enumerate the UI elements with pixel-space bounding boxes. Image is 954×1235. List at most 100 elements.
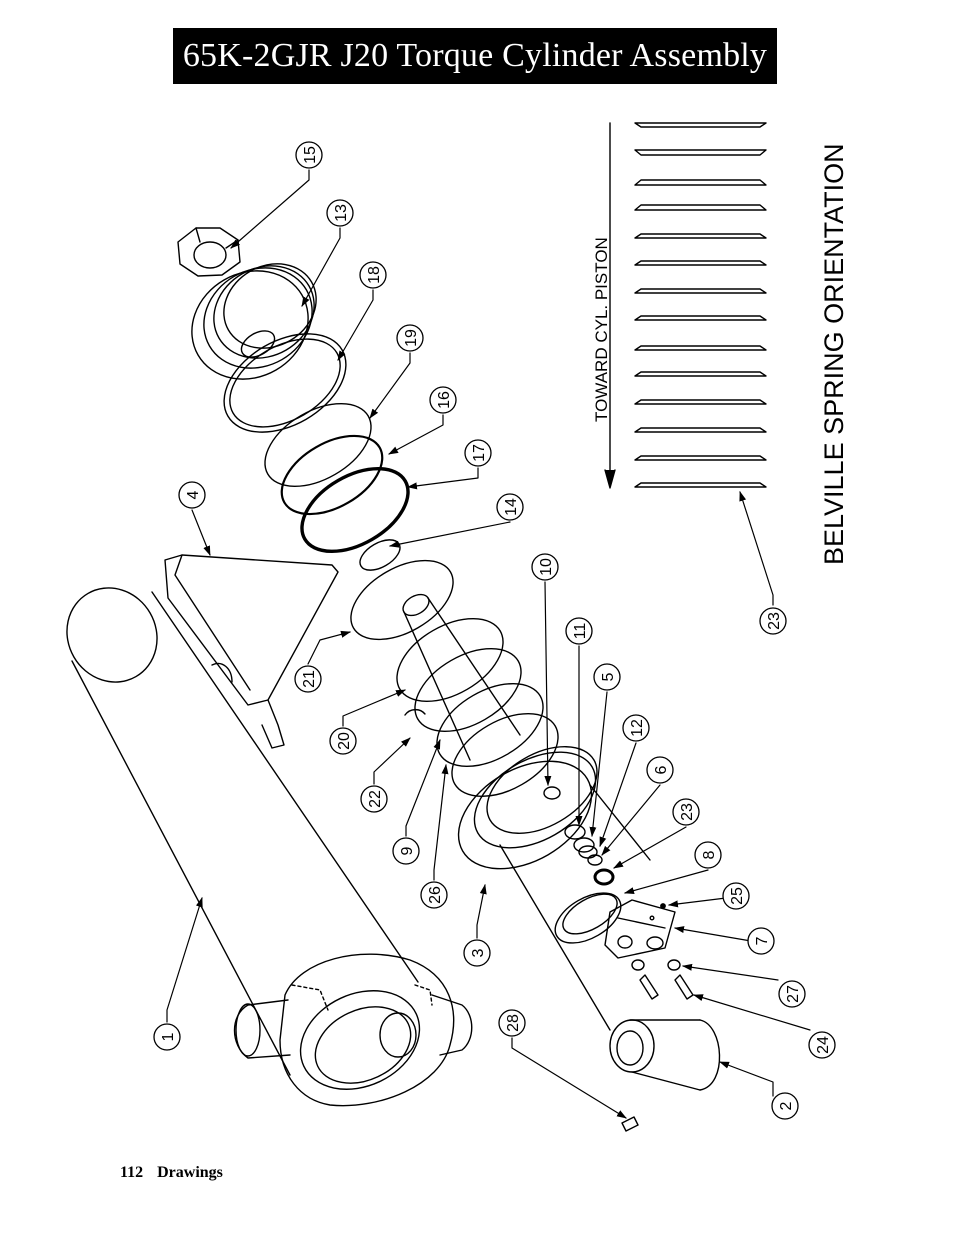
callout-circle	[464, 439, 492, 467]
callout-circle	[622, 714, 650, 742]
valve-part-23	[593, 868, 615, 886]
valve-part-10	[543, 786, 561, 800]
snap-ring	[404, 708, 426, 716]
direction-arrowhead	[604, 469, 616, 489]
callout-circle	[360, 785, 388, 813]
o-ring-17	[300, 466, 410, 554]
page-number: 112	[120, 1164, 144, 1181]
callout-circle	[496, 493, 524, 521]
piston-rod	[402, 593, 521, 761]
callout-circle	[294, 665, 322, 693]
callout-circle	[178, 481, 206, 509]
leader-lines	[166, 169, 811, 1119]
callout-circle	[420, 881, 448, 909]
callout-circle	[429, 386, 457, 414]
callout-circle	[463, 939, 491, 967]
callout-number: 11	[572, 623, 589, 640]
callout-number: 28	[505, 1014, 522, 1032]
callout-circle	[295, 141, 323, 169]
ring-8	[554, 892, 622, 944]
manifold-block	[604, 899, 676, 959]
callout-number: 19	[403, 329, 420, 347]
callout-number: 4	[185, 490, 202, 499]
direction-label: TOWARD CYL. PISTON	[592, 237, 611, 422]
callout-number: 2	[778, 1101, 795, 1110]
ring-22	[414, 647, 522, 733]
callout-number: 24	[815, 1036, 832, 1054]
callout-number: 26	[427, 886, 444, 904]
callout-number: 25	[729, 887, 746, 905]
callout-number: 1	[160, 1032, 177, 1041]
callout-number: 18	[366, 266, 383, 284]
ring-20	[396, 617, 504, 703]
callout-number: 12	[629, 719, 646, 737]
footer-section: Drawings	[157, 1164, 223, 1181]
bolt-24a	[639, 974, 659, 1000]
callout-number: 7	[754, 936, 771, 945]
valve-part-5	[573, 837, 595, 853]
callout-circle	[531, 553, 559, 581]
callout-circle	[672, 798, 700, 826]
rod-eye	[609, 1019, 721, 1091]
mounting-bracket	[164, 554, 339, 749]
callout-circle	[747, 927, 775, 955]
callout-circle	[396, 324, 424, 352]
callout-number: 14	[503, 498, 520, 516]
page-title: 65K-2GJR J20 Torque Cylinder Assembly	[182, 37, 768, 74]
seal-21	[350, 559, 454, 641]
ring-8-inner	[562, 893, 618, 935]
callout-number: 23	[766, 612, 783, 630]
callout-number: 8	[701, 850, 718, 859]
callout-number: 5	[600, 672, 617, 681]
callout-number: 3	[470, 948, 487, 957]
callout-circle	[329, 727, 357, 755]
callout-circle	[808, 1031, 836, 1059]
callout-circle	[646, 756, 674, 784]
callout-number: 21	[301, 670, 318, 688]
ring-18-inner	[229, 338, 341, 428]
callout-circle	[565, 617, 593, 645]
bolt-24b	[674, 974, 694, 1000]
callout-number: 13	[333, 204, 350, 222]
callout-number: 6	[653, 765, 670, 774]
page-footer: 112 Drawings	[120, 1164, 223, 1182]
grease-fitting	[621, 1116, 639, 1132]
spring-orientation-heading: BELVILLE SPRING ORIENTATION	[819, 143, 849, 565]
belleville-spring-stack	[634, 122, 767, 488]
callout-number: 16	[436, 391, 453, 409]
cylinder-barrel	[66, 587, 473, 1107]
title-banner: 65K-2GJR J20 Torque Cylinder Assembly	[173, 28, 777, 84]
callout-circle	[392, 837, 420, 865]
washer-27a	[631, 959, 645, 971]
washer-27b	[667, 959, 681, 971]
callout-number: 10	[538, 558, 555, 576]
callout-circle	[694, 841, 722, 869]
callout-circle	[153, 1023, 181, 1051]
ring-26	[451, 712, 559, 798]
callout-circle	[359, 261, 387, 289]
piston	[191, 263, 317, 380]
seal-16	[280, 434, 384, 516]
callout-circle	[771, 1092, 799, 1120]
ring-9	[436, 682, 544, 768]
callout-number: 15	[302, 146, 319, 164]
lock-nut	[177, 227, 241, 277]
callout-circle	[593, 663, 621, 691]
callout-circle	[498, 1009, 526, 1037]
gland-head	[457, 746, 651, 1031]
callout-number: 22	[367, 790, 384, 808]
ring-14	[359, 539, 401, 571]
part-callouts: 15 13 18 19 16 17 14 4 21 20 22 9 26 3 1 10 11 5 12 6 23 8 25 7…	[153, 141, 836, 1120]
ring-18	[223, 333, 347, 433]
callout-number: 23	[679, 803, 696, 821]
callout-number: 9	[399, 846, 416, 855]
seal-19	[264, 402, 372, 488]
pin-25	[660, 903, 666, 909]
callout-number: 27	[785, 985, 802, 1003]
callout-circle	[722, 882, 750, 910]
callout-circle	[759, 607, 787, 635]
callout-circle	[326, 199, 354, 227]
callout-number: 20	[336, 732, 353, 750]
callout-number: 17	[471, 444, 488, 462]
